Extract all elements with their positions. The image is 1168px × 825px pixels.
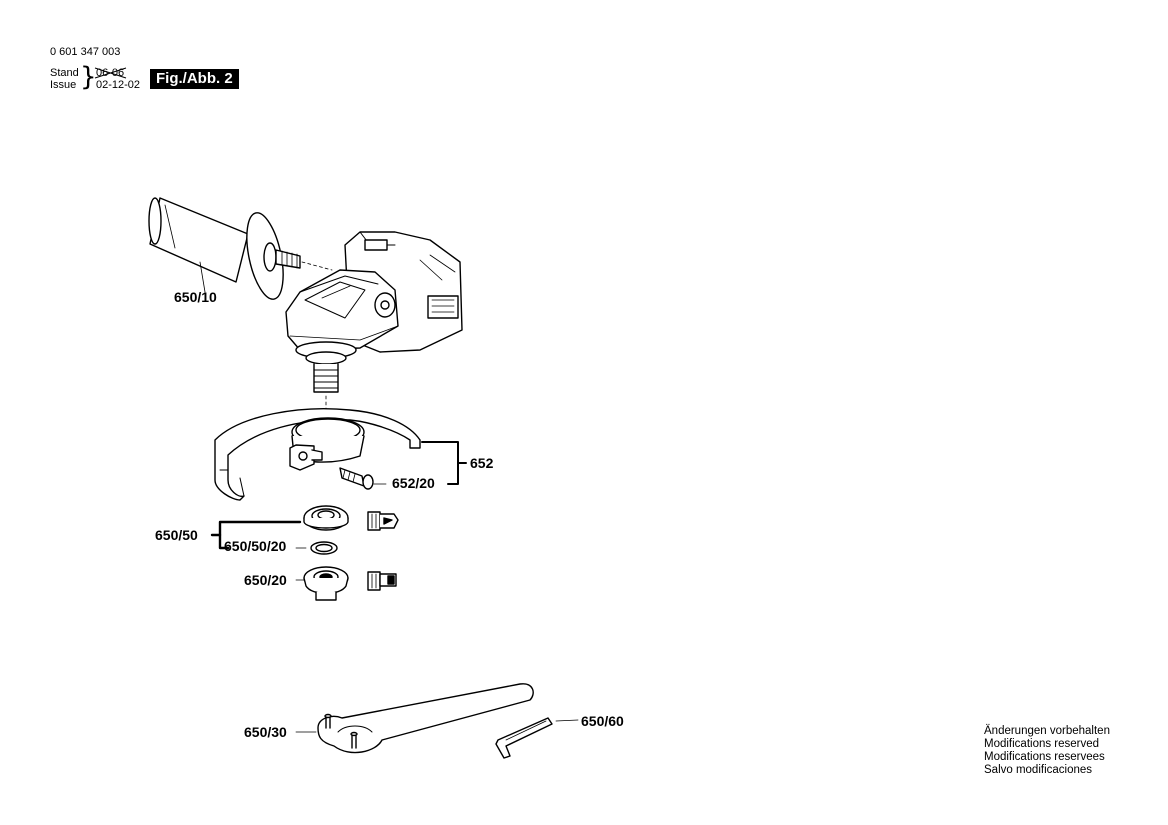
stand-issue-labels: Stand Issue (50, 67, 79, 91)
side-handle-part (148, 197, 333, 300)
grinder-head-part (285, 231, 463, 413)
label-o-ring: 650/50/20 (224, 538, 287, 554)
hex-key-part (495, 717, 579, 759)
label-spanner: 650/30 (244, 724, 287, 740)
spanner-part (295, 683, 534, 754)
leader-handle (199, 261, 206, 293)
label-guard: 652 (470, 455, 494, 471)
protective-guard-part (214, 408, 421, 501)
notice-line-de: Änderungen vorbehalten (984, 725, 1110, 737)
figure-label: Fig./Abb. 2 (150, 69, 239, 89)
strike-through-mark (94, 67, 127, 79)
new-date: 02-12-02 (96, 79, 141, 91)
notice-line-es: Salvo modificaciones (984, 764, 1093, 776)
bracket-flange-set (210, 520, 302, 550)
label-hex-key: 650/60 (581, 713, 624, 729)
bracket-guard-assembly (421, 441, 467, 485)
label-clamp-flange: 650/20 (244, 572, 287, 588)
flange-set-part (303, 505, 399, 531)
modifications-notice: Änderungen vorbehalten Modifications res… (984, 725, 1110, 777)
notice-line-en: Modifications reserved (984, 738, 1100, 750)
notice-line-fr: Modifications reservees (984, 751, 1105, 763)
brace-symbol: } (80, 62, 97, 92)
part-number: 0 601 347 003 (50, 46, 121, 58)
o-ring-part (310, 541, 338, 555)
label-flange-set: 650/50 (155, 527, 198, 543)
label-side-handle: 650/10 (174, 289, 217, 305)
clamp-flange-part (295, 566, 397, 601)
label-guard-screw: 652/20 (392, 475, 435, 491)
issue-label: Issue (50, 79, 77, 91)
stand-label: Stand (50, 67, 79, 79)
